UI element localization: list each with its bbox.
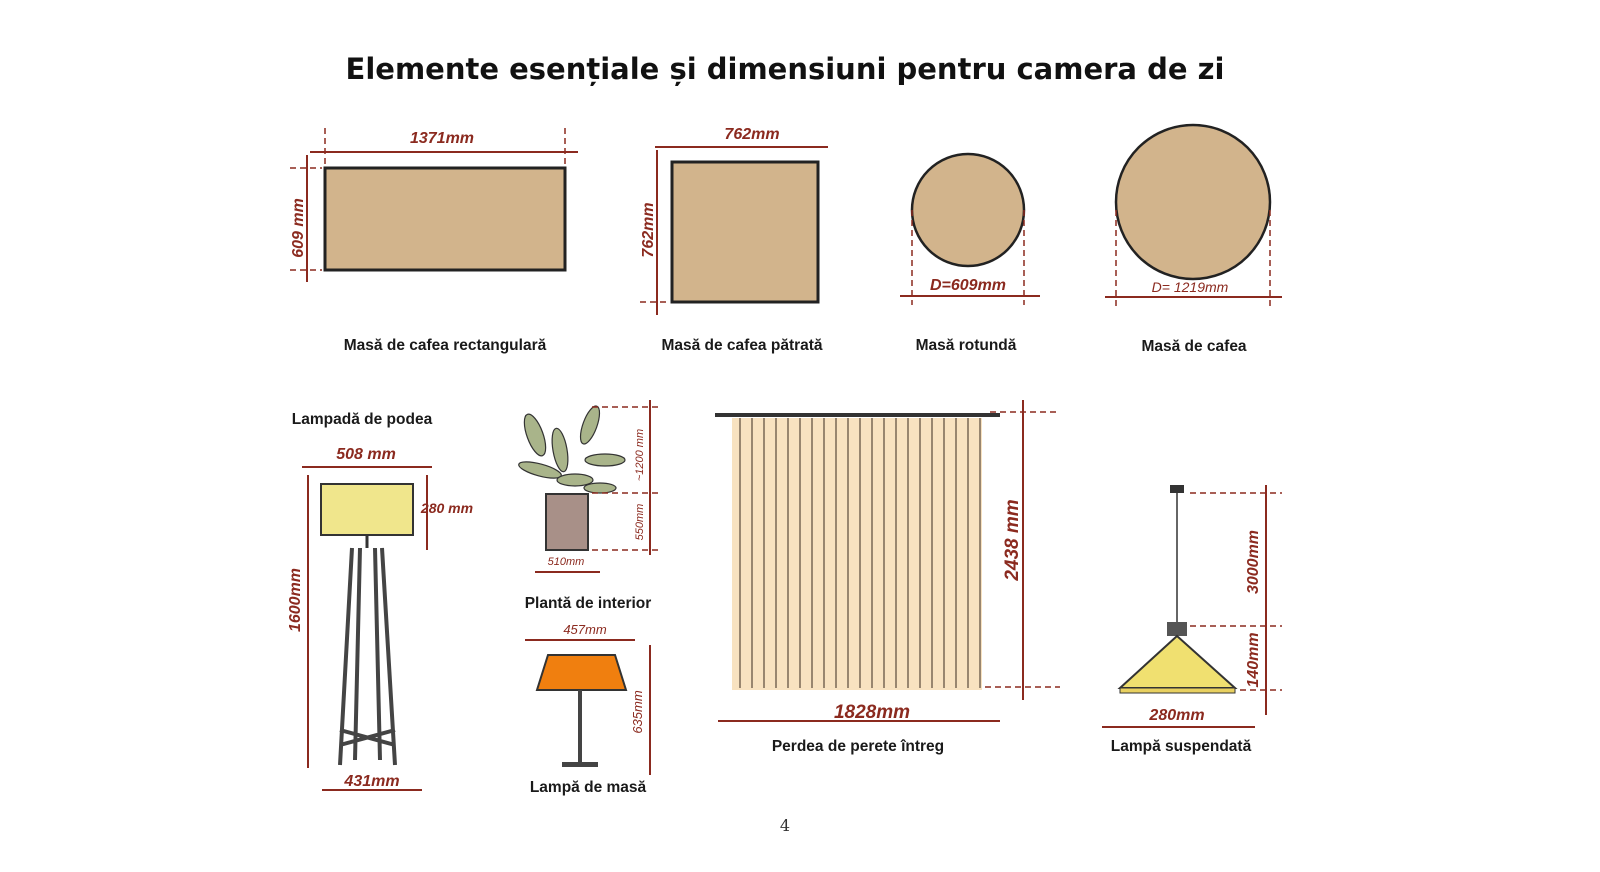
dimension-label: 635mm [630, 690, 645, 734]
curtain-illustration: 1828mm 2438 mm [715, 400, 1060, 723]
coffee-table-illustration: D= 1219mm [1105, 123, 1282, 308]
dimension-label: 140mm [1245, 632, 1262, 687]
dimension-label: 431mm [343, 773, 399, 790]
dimension-label: 508 mm [336, 446, 396, 463]
floor-lamp-illustration: 508 mm 280 mm 1600mm 431mm [287, 446, 473, 791]
dimension-label: 550mm [634, 504, 646, 541]
caption: Lampă suspendată [1111, 738, 1252, 755]
dimension-label: 1600mm [287, 568, 304, 632]
caption: Masă de cafea [1141, 338, 1246, 355]
dimension-label: D=609mm [930, 277, 1006, 294]
dimension-label: 510mm [548, 556, 585, 568]
pendant-lamp-illustration: 3000mm 140mm 280mm [1102, 485, 1282, 728]
page-title: Elemente esențiale și dimensiuni pentru … [346, 52, 1225, 86]
table-lamp-illustration: 457mm 635mm [525, 622, 651, 775]
round-table-illustration: D=609mm [900, 152, 1040, 305]
dimension-label: 280 mm [420, 500, 473, 516]
dimension-label: ~1200 mm [634, 429, 646, 481]
caption: Perdea de perete întreg [772, 738, 944, 755]
dimension-label: 762mm [640, 202, 657, 257]
dimension-label: 609 mm [290, 198, 307, 258]
caption: Lampadă de podea [292, 411, 433, 428]
dimension-label: 2438 mm [1002, 499, 1023, 581]
dimension-label: 1828mm [834, 702, 910, 723]
caption: Masă de cafea pătrată [661, 337, 822, 354]
dimension-label: 1371mm [410, 130, 474, 147]
plant-illustration: ~1200 mm 550mm 510mm [518, 400, 660, 573]
dimension-label: 280mm [1148, 707, 1204, 724]
caption: Masă de cafea rectangulară [344, 337, 547, 354]
dimension-label: 3000mm [1245, 530, 1262, 594]
page-number: 4 [780, 816, 790, 835]
caption: Plantă de interior [525, 595, 652, 612]
dimension-label: 762mm [724, 126, 779, 143]
dimension-label: D= 1219mm [1152, 279, 1229, 295]
rect-table-illustration: 1371mm 609 mm [290, 128, 578, 282]
caption: Masă rotundă [916, 337, 1017, 354]
dimension-label: 457mm [563, 622, 607, 637]
caption: Lampă de masă [530, 779, 647, 796]
square-table-illustration: 762mm 762mm [640, 126, 828, 315]
